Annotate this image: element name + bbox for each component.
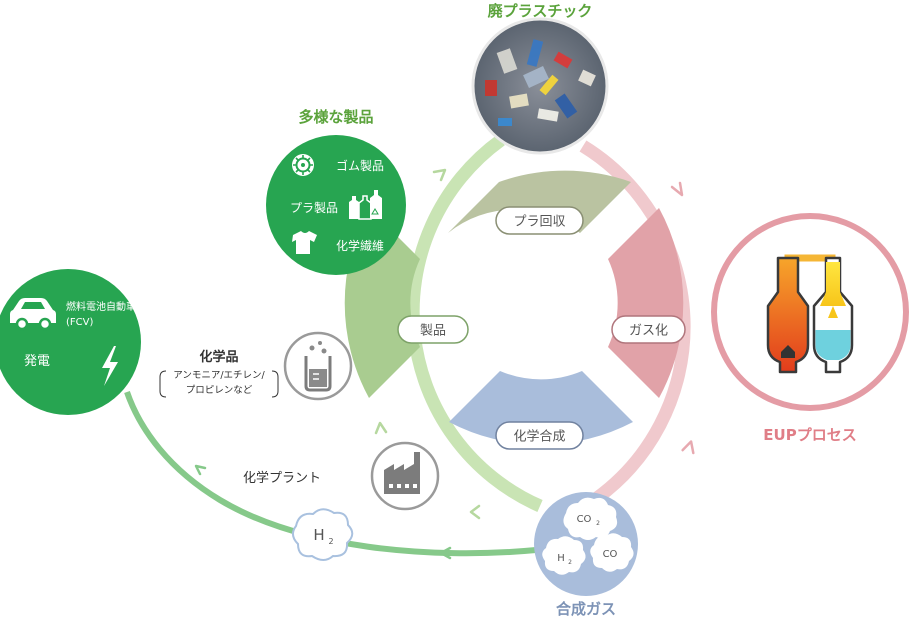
ring-label-top: プラ回収 xyxy=(495,206,584,235)
arrow-chevron xyxy=(194,464,207,476)
svg-text:2: 2 xyxy=(328,537,333,546)
svg-text:CO: CO xyxy=(577,514,592,525)
syngas-title: 合成ガス xyxy=(555,600,616,618)
svg-text:H: H xyxy=(313,526,324,544)
svg-text:2: 2 xyxy=(568,559,572,566)
svg-text:ガス化: ガス化 xyxy=(629,324,668,339)
factory-icon xyxy=(384,452,420,494)
gasifier-icon xyxy=(766,256,810,374)
lightning-icon xyxy=(102,346,118,386)
arrow-chevron xyxy=(432,168,447,182)
product-item-label: ゴム製品 xyxy=(336,158,384,173)
co-bubble: CO xyxy=(590,533,634,572)
svg-text:H: H xyxy=(557,553,565,564)
ring-segment-right xyxy=(608,208,684,398)
ring-segment-top xyxy=(448,170,631,233)
ring-label-left: 製品 xyxy=(397,315,469,344)
arrow-chevron xyxy=(670,181,684,197)
hydrogen-flow-line xyxy=(124,391,537,557)
fcv-label-sub: (FCV) xyxy=(66,317,93,328)
svg-text:CO: CO xyxy=(603,549,618,560)
chemical-plant-circle xyxy=(370,441,440,511)
eup-process-circle xyxy=(711,213,909,411)
svg-text:化学合成: 化学合成 xyxy=(513,429,565,445)
eup-process-title: EUPプロセス xyxy=(763,426,856,444)
chemicals-note: アンモニア/エチレン/ xyxy=(173,370,265,381)
fcv-label: 燃料電池自動車 xyxy=(66,300,136,313)
chemicals-note: プロピレンなど xyxy=(186,385,253,396)
chemical-plant-label: 化学プラント xyxy=(243,470,321,486)
beaker-icon xyxy=(304,341,332,392)
svg-text:2: 2 xyxy=(596,520,600,527)
bottle-icon xyxy=(349,190,382,220)
arrow-chevron xyxy=(681,440,695,455)
syngas-circle: CO 2 H 2 CO xyxy=(534,492,638,596)
svg-text:製品: 製品 xyxy=(420,324,446,339)
power-label: 発電 xyxy=(24,354,50,369)
chemicals-circle xyxy=(283,331,353,401)
tshirt-icon xyxy=(292,231,317,254)
car-icon xyxy=(10,298,56,331)
svg-text:プラ回収: プラ回収 xyxy=(513,215,565,230)
h2-bubble: H 2 xyxy=(542,536,586,575)
ring-label-right: ガス化 xyxy=(611,315,686,344)
chemicals-title: 化学品 xyxy=(199,349,238,365)
tire-icon xyxy=(292,154,314,176)
fcv-circle: 燃料電池自動車 (FCV) 発電 xyxy=(0,269,141,415)
arrow-chevron xyxy=(439,546,452,560)
ring-label-bottom: 化学合成 xyxy=(495,421,584,450)
co2-bubble: CO 2 xyxy=(563,497,618,540)
arrow-chevron xyxy=(374,421,388,435)
product-item-label: 化学繊維 xyxy=(336,238,384,253)
waste-plastic-photo xyxy=(471,17,609,155)
ring-segment-bottom xyxy=(449,371,633,445)
products-title: 多様な製品 xyxy=(298,108,373,126)
product-item-label: プラ製品 xyxy=(290,201,338,215)
products-circle: ゴム製品 プラ製品 化学繊維 xyxy=(266,135,406,275)
cycle-arc-pink xyxy=(579,140,691,504)
hydrogen-bubble: H 2 xyxy=(292,508,354,561)
arrow-chevron xyxy=(469,504,481,520)
waste-plastic-title: 廃プラスチック xyxy=(488,2,593,20)
